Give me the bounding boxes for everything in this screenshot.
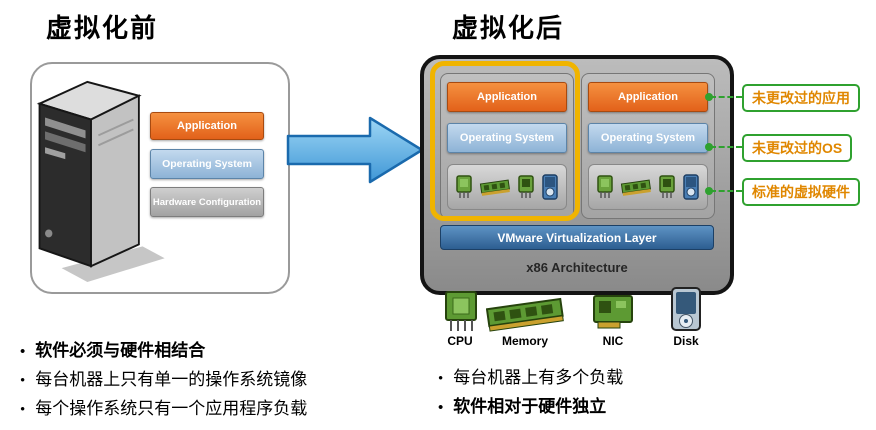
bullet-item: 每台机器上有多个负载 [438, 364, 623, 393]
disk-icon [671, 287, 701, 331]
nic-icon [593, 295, 633, 329]
bullet-list-right: 每台机器上有多个负载 软件相对于硬件独立 [438, 364, 623, 422]
before-title: 虚拟化前 [46, 14, 159, 43]
virtual-memory-icon [620, 179, 651, 196]
connector-dot [705, 143, 713, 151]
after-title: 虚拟化后 [452, 14, 565, 43]
bullet-text: 每个操作系统只有一个应用程序负载 [35, 399, 308, 418]
bullet-item: 软件必须与硬件相结合 [20, 337, 307, 366]
cpu-icon [445, 291, 477, 331]
vmware-virtualization-layer-bar: VMware Virtualization Layer [440, 225, 714, 250]
transition-arrow-icon [286, 116, 424, 184]
memory-icon [486, 297, 564, 332]
vm2-os-bar: Operating System [588, 123, 708, 153]
annotation-unchanged-os: 未更改过的OS [742, 134, 853, 162]
virtual-disk-icon [542, 174, 558, 200]
vm1-virtual-hardware-panel [447, 164, 567, 210]
annotation-unchanged-application: 未更改过的应用 [742, 84, 860, 112]
virtual-disk-icon [683, 174, 699, 200]
connector-dot [705, 93, 713, 101]
disk-label: Disk [673, 334, 699, 348]
bullet-list-left: 软件必须与硬件相结合 每台机器上只有单一的操作系统镜像 每个操作系统只有一个应用… [20, 337, 307, 424]
virtual-cpu-icon [456, 175, 472, 198]
vm1-application-bar: Application [447, 82, 567, 112]
computer-tower-icon [36, 80, 165, 283]
x86-architecture-label: x86 Architecture [526, 260, 628, 275]
memory-label: Memory [501, 334, 548, 348]
annotation-standard-virtual-hardware: 标准的虚拟硬件 [742, 178, 860, 206]
connector-dot [705, 187, 713, 195]
vm2-virtual-hardware-panel [588, 164, 708, 210]
after-virtualization-panel: Application Operating System [420, 55, 734, 295]
bullet-text: 软件相对于硬件独立 [453, 397, 607, 416]
bullet-text: 每台机器上有多个负载 [453, 368, 624, 387]
cpu-label: CPU [447, 334, 473, 348]
virtual-nic-icon [518, 175, 534, 198]
bullet-item: 每个操作系统只有一个应用程序负载 [20, 395, 307, 424]
application-bar: Application [150, 112, 264, 140]
virtual-cpu-icon [597, 175, 613, 198]
callout-connector-application [705, 93, 742, 101]
bullet-item: 软件相对于硬件独立 [438, 393, 623, 422]
virtual-nic-icon [659, 175, 675, 198]
virtual-machine-1: Application Operating System [440, 73, 574, 219]
callout-connector-os [705, 143, 742, 151]
hardware-configuration-bar: Hardware Configuration [150, 187, 264, 217]
callout-connector-hardware [705, 187, 742, 195]
operating-system-bar: Operating System [150, 149, 264, 179]
vm1-os-bar: Operating System [447, 123, 567, 153]
bullet-text: 每台机器上只有单一的操作系统镜像 [35, 370, 308, 389]
virtual-machine-2: Application Operating System [581, 73, 715, 219]
virtual-memory-icon [479, 179, 510, 196]
nic-label: NIC [602, 334, 624, 348]
bullet-item: 每台机器上只有单一的操作系统镜像 [20, 366, 307, 395]
before-stack: Application Operating System Hardware Co… [150, 112, 264, 217]
vm2-application-bar: Application [588, 82, 708, 112]
bullet-text: 软件必须与硬件相结合 [35, 341, 206, 360]
